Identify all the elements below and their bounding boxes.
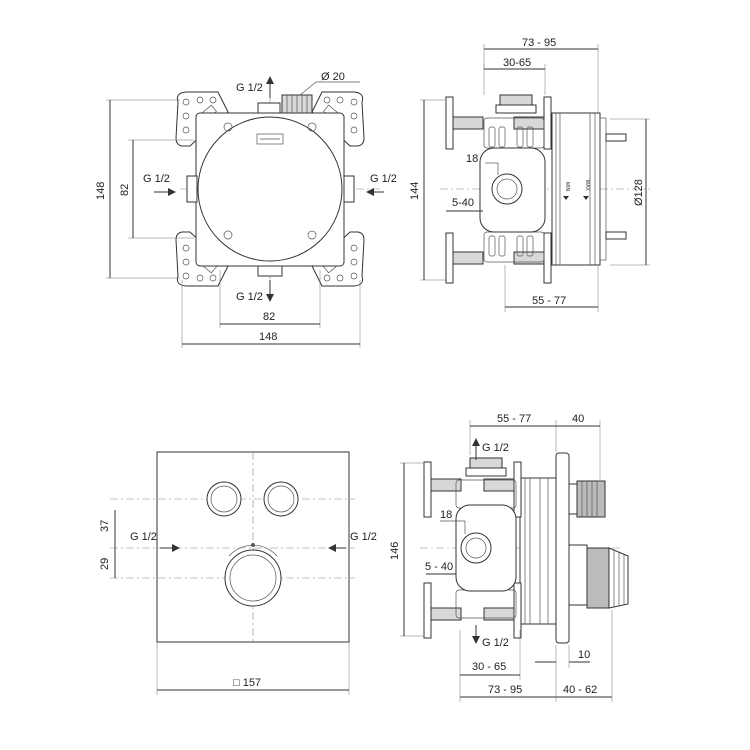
port-left (186, 175, 198, 203)
thread-bottom-label: G 1/2 (236, 291, 263, 303)
plaster-label: 5-40 (452, 197, 474, 209)
thread-left-label: G 1/2 (130, 531, 157, 543)
height-ports-label: 82 (119, 184, 131, 196)
thread-top-label: G 1/2 (482, 442, 509, 454)
depth-front-label: 30-65 (503, 57, 531, 69)
box-front-view: G 1/2 G 1/2 G 1/2 G 1/2 Ø 20 148 82 82 1… (95, 71, 397, 348)
depth-box-label: 55 - 77 (497, 413, 531, 425)
port-diameter-label: Ø 20 (321, 71, 345, 83)
height-label: 146 (389, 542, 401, 560)
height-total-label: 148 (95, 182, 107, 200)
protrusion-label: 40 - 62 (563, 684, 597, 696)
depth-total-label: 73 - 95 (522, 37, 556, 49)
temperature-knob[interactable] (224, 543, 282, 607)
port-bottom (257, 265, 283, 277)
box-inner-circle (197, 116, 343, 262)
label-plate (256, 133, 284, 145)
thread-bottom-label: G 1/2 (482, 637, 509, 649)
front-bracket-upper (445, 96, 454, 150)
port-offset-label: 18 (440, 509, 452, 521)
depth-rear-label: 55 - 77 (532, 295, 566, 307)
projection-label: 40 (572, 413, 584, 425)
dim-10-label: 10 (578, 649, 590, 661)
dim-lower-label: 29 (99, 558, 111, 570)
thread-top-label: G 1/2 (236, 82, 263, 94)
top-fitting (499, 94, 533, 106)
port-right (343, 175, 355, 203)
max-label: MAX (584, 180, 590, 192)
button-left[interactable] (206, 481, 242, 517)
height-label: 144 (409, 182, 421, 200)
port-top (257, 102, 281, 114)
dim-upper-label: 37 (99, 520, 111, 532)
width-total-label: 148 (259, 331, 277, 343)
button-projection (576, 480, 606, 518)
diameter-label: Ø128 (633, 179, 645, 206)
width-ports-label: 82 (263, 311, 275, 323)
thread-left-label: G 1/2 (143, 173, 170, 185)
thread-right-label: G 1/2 (350, 531, 377, 543)
thread-right-label: G 1/2 (370, 173, 397, 185)
assembly-box-body (519, 477, 557, 625)
knob-projection (586, 547, 610, 609)
plaster-label: 5 - 40 (425, 561, 453, 573)
plate-front-view: 37 29 G 1/2 G 1/2 □ 157 (99, 451, 377, 695)
plate-size-label: □ 157 (233, 677, 261, 689)
min-label: MIN (564, 182, 570, 192)
port-offset-label: 18 (466, 153, 478, 165)
front-bracket-lower (445, 232, 454, 284)
box-side-view: MIN MAX 73 - 95 30-65 18 5-40 144 Ø128 5… (409, 37, 650, 312)
assembly-plate (555, 452, 570, 644)
button-right[interactable] (263, 481, 299, 517)
depth-front-label: 30 - 65 (472, 661, 506, 673)
box-rear-body (551, 112, 601, 266)
outlet-ring (491, 173, 523, 205)
assembly-side-view: G 1/2 G 1/2 55 - 77 40 18 146 5 - 40 30 … (389, 413, 629, 702)
depth-total-label: 73 - 95 (488, 684, 522, 696)
